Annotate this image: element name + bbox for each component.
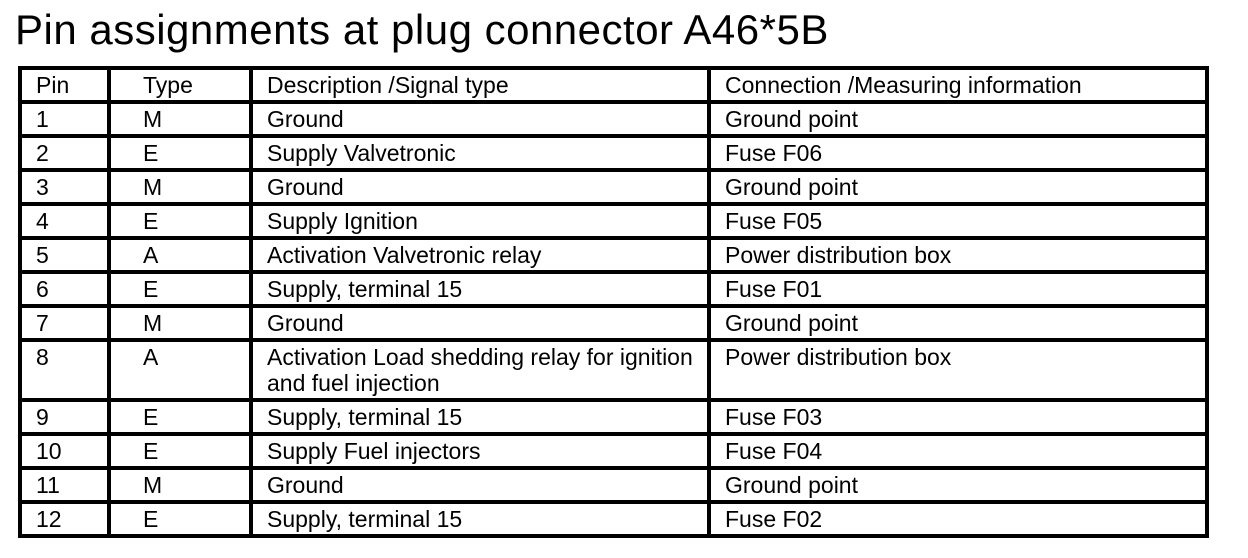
- cell-pin: 9: [18, 398, 111, 436]
- cell-connection: Ground point: [707, 466, 1209, 504]
- table-header-row: Pin Type Description /Signal type Connec…: [18, 66, 1209, 104]
- cell-description: Activation Load shedding relay for ignit…: [249, 338, 711, 402]
- document-page: Pin assignments at plug connector A46*5B…: [0, 6, 1248, 558]
- cell-connection: Fuse F05: [707, 202, 1209, 240]
- cell-type: M: [107, 466, 253, 504]
- cell-description: Supply Fuel injectors: [249, 432, 711, 470]
- cell-description: Supply Ignition: [249, 202, 711, 240]
- cell-type: E: [107, 270, 253, 308]
- cell-connection: Fuse F04: [707, 432, 1209, 470]
- cell-connection: Fuse F01: [707, 270, 1209, 308]
- cell-connection: Ground point: [707, 100, 1209, 138]
- cell-description: Supply, terminal 15: [249, 270, 711, 308]
- table-row: 5 A Activation Valvetronic relay Power d…: [18, 236, 1209, 274]
- cell-connection: Power distribution box: [707, 338, 1209, 402]
- cell-description: Ground: [249, 466, 711, 504]
- column-header-description: Description /Signal type: [249, 66, 711, 104]
- cell-connection: Ground point: [707, 304, 1209, 342]
- cell-type: E: [107, 432, 253, 470]
- cell-type: M: [107, 304, 253, 342]
- cell-pin: 1: [18, 100, 111, 138]
- table-row: 6 E Supply, terminal 15 Fuse F01: [18, 270, 1209, 308]
- cell-description: Activation Valvetronic relay: [249, 236, 711, 274]
- cell-description: Ground: [249, 168, 711, 206]
- cell-pin: 11: [18, 466, 111, 504]
- pin-assignment-table: Pin Type Description /Signal type Connec…: [18, 66, 1209, 538]
- cell-connection: Fuse F02: [707, 500, 1209, 538]
- column-header-type: Type: [107, 66, 253, 104]
- cell-description: Supply, terminal 15: [249, 500, 711, 538]
- table-row: 11 M Ground Ground point: [18, 466, 1209, 504]
- cell-type: E: [107, 500, 253, 538]
- cell-description: Ground: [249, 100, 711, 138]
- table-row: 1 M Ground Ground point: [18, 100, 1209, 138]
- cell-description: Supply, terminal 15: [249, 398, 711, 436]
- cell-type: A: [107, 236, 253, 274]
- column-header-pin: Pin: [18, 66, 111, 104]
- cell-pin: 10: [18, 432, 111, 470]
- cell-connection: Power distribution box: [707, 236, 1209, 274]
- table-row: 12 E Supply, terminal 15 Fuse F02: [18, 500, 1209, 538]
- cell-connection: Fuse F03: [707, 398, 1209, 436]
- cell-pin: 5: [18, 236, 111, 274]
- table-row: 9 E Supply, terminal 15 Fuse F03: [18, 398, 1209, 436]
- cell-type: M: [107, 100, 253, 138]
- table-row: 8 A Activation Load shedding relay for i…: [18, 338, 1209, 402]
- cell-type: E: [107, 398, 253, 436]
- cell-pin: 3: [18, 168, 111, 206]
- cell-type: E: [107, 202, 253, 240]
- cell-connection: Ground point: [707, 168, 1209, 206]
- cell-type: M: [107, 168, 253, 206]
- cell-pin: 4: [18, 202, 111, 240]
- table-row: 3 M Ground Ground point: [18, 168, 1209, 206]
- cell-pin: 2: [18, 134, 111, 172]
- cell-pin: 6: [18, 270, 111, 308]
- table-row: 10 E Supply Fuel injectors Fuse F04: [18, 432, 1209, 470]
- table-row: 2 E Supply Valvetronic Fuse F06: [18, 134, 1209, 172]
- page-title: Pin assignments at plug connector A46*5B: [15, 6, 829, 53]
- cell-connection: Fuse F06: [707, 134, 1209, 172]
- column-header-connection: Connection /Measuring information: [707, 66, 1209, 104]
- table-row: 4 E Supply Ignition Fuse F05: [18, 202, 1209, 240]
- cell-pin: 7: [18, 304, 111, 342]
- table-row: 7 M Ground Ground point: [18, 304, 1209, 342]
- cell-pin: 12: [18, 500, 111, 538]
- cell-description: Supply Valvetronic: [249, 134, 711, 172]
- cell-type: E: [107, 134, 253, 172]
- cell-pin: 8: [18, 338, 111, 402]
- cell-description: Ground: [249, 304, 711, 342]
- cell-type: A: [107, 338, 253, 402]
